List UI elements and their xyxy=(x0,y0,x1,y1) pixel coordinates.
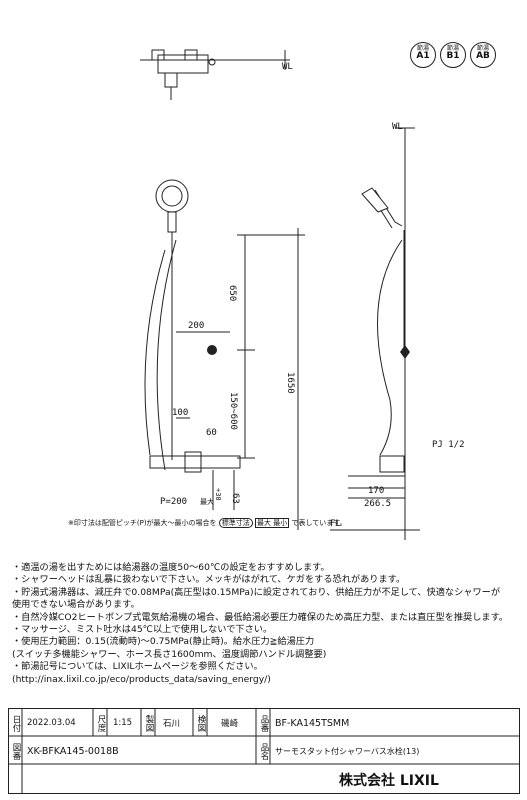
checked-label: 検図 xyxy=(196,714,206,732)
pitch-note: ※印寸法は配管ピッチ(P)が最大～最小の場合を 標準寸法 最大 最小 で表してい… xyxy=(68,518,347,528)
drawn-value: 石川 xyxy=(163,719,181,729)
pitch-note-end: で表しています。 xyxy=(291,519,347,527)
dim-63: 63 xyxy=(230,493,240,504)
dim-60: 60 xyxy=(206,428,217,438)
badge-bottom: A1 xyxy=(416,51,430,62)
note-item: 使用できない場合があります。 xyxy=(12,599,140,611)
drawing-number: XK-BFKA145-0018B xyxy=(27,745,119,757)
note-item: (http://inax.lixil.co.jp/eco/products_da… xyxy=(12,673,271,685)
dim-1650: 1650 xyxy=(285,372,295,394)
fl-label: FL xyxy=(330,519,341,529)
name-label: 品名 xyxy=(259,742,269,760)
note-item: ・節湯記号については、LIXILホームページを参照ください。 xyxy=(12,661,263,673)
pitch-sub: 最大 xyxy=(200,498,214,506)
product-name: サーモスタット付シャワーバス水栓(13) xyxy=(275,746,420,756)
note-item: ・貯湯式湯沸器は、減圧弁で0.08MPa(高圧型は0.15MPa)に設定されてお… xyxy=(12,586,501,598)
note-item: ・使用圧力範囲：0.15(流動時)～0.75MPa(静止時)。給水圧力≧給湯圧力 xyxy=(12,636,315,648)
note-item: ・適温の湯を出すためには給湯器の温度50～60℃の設定をおすすめします。 xyxy=(12,562,330,573)
top-view-drawing xyxy=(140,49,290,100)
badge-bottom: B1 xyxy=(446,51,460,62)
pj-label: PJ 1/2 xyxy=(432,440,465,450)
note-item: ・自然冷媒CO2ヒートポンプ式電気給湯機の場合、最低給湯必要圧力確保のため高圧力… xyxy=(12,611,509,623)
pitch-note-box: 最大 最小 xyxy=(255,518,290,528)
dim-200: 200 xyxy=(188,321,205,331)
badge-top: 節湯 xyxy=(416,45,429,52)
checked-value: 磯崎 xyxy=(221,719,239,729)
drawn-label: 製図 xyxy=(144,714,154,732)
badge-top: 節湯 xyxy=(446,45,459,52)
dim-266: 266.5 xyxy=(364,499,392,509)
badge-top: 節湯 xyxy=(476,45,489,52)
date-value: 2022.03.04 xyxy=(27,718,76,728)
dim-150-600: 150~600 xyxy=(228,392,238,430)
note-item: (スイッチ多機能シャワー、ホース長さ1600mm、温度調節ハンドル調整要) xyxy=(12,648,327,660)
dim-100: 100 xyxy=(172,408,189,418)
mount-point-marker xyxy=(207,345,217,355)
pitch-note-text: ※印寸法は配管ピッチ(P)が最大～最小の場合を xyxy=(68,519,217,527)
dim-650: 650 xyxy=(227,285,237,302)
wl-label-side: WL xyxy=(392,122,403,132)
notes-list: ・適温の湯を出すためには給湯器の温度50～60℃の設定をおすすめします。 ・シャ… xyxy=(12,562,517,686)
dim-170: 170 xyxy=(368,486,385,496)
scale-label: 尺度 xyxy=(96,714,106,732)
date-label: 日付 xyxy=(11,714,21,732)
title-block-grid xyxy=(8,708,520,794)
part-number: BF-KA145TSMM xyxy=(275,717,350,729)
badge-bottom: AB xyxy=(476,51,490,62)
title-block: 日付 2022.03.04 尺度 1:15 製図 石川 検図 磯崎 品番 BF-… xyxy=(8,708,520,794)
part-label: 品番 xyxy=(259,714,269,732)
pitch-label: P=200 xyxy=(160,497,188,507)
note-item: ・シャワーヘッドは乱暴に扱わないで下さい。メッキがはがれて、ケガをする恐れがあり… xyxy=(12,574,406,586)
note-30: +30 xyxy=(214,488,222,501)
note-item: ・マッサージ、ミスト吐水は45℃以上で使用しないで下さい。 xyxy=(12,624,273,636)
scale-value: 1:15 xyxy=(113,718,133,728)
company-name: 株式会社 LIXIL xyxy=(339,773,439,789)
wl-label-top: WL xyxy=(282,62,293,72)
elevation-drawing xyxy=(144,127,420,540)
drawing-label: 図番 xyxy=(11,742,21,760)
pitch-note-mid: 標準寸法 xyxy=(218,518,253,528)
